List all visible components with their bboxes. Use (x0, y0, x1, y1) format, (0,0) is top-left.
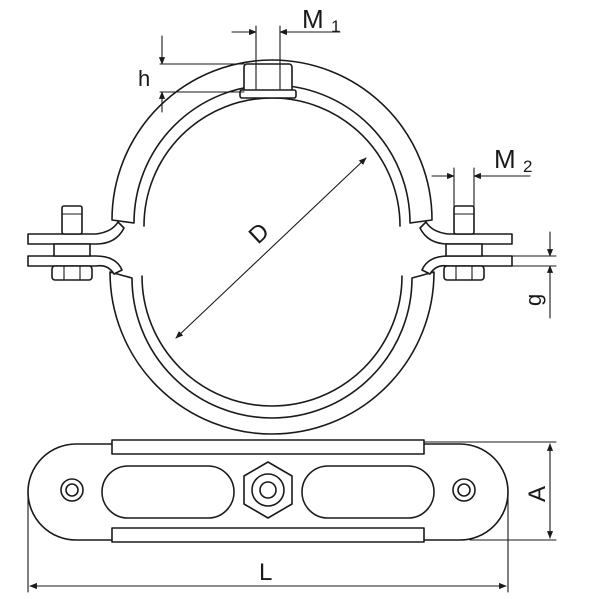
left-upper-flange (27, 221, 125, 245)
clamp-plan-view: A L (27, 439, 557, 593)
h-dimension: h (138, 35, 245, 113)
m2-dimension: M 2 (431, 144, 532, 207)
m1-subscript: 1 (331, 17, 340, 36)
l-dimension: L (27, 491, 509, 593)
plan-upper-strap (111, 439, 425, 455)
clamp-side-view: D M 1 h M 2 (27, 4, 557, 435)
m1-label: M (302, 4, 324, 34)
m2-label: M (494, 144, 516, 174)
m1-dimension: M 1 (231, 4, 341, 65)
rubber-lining-lower (141, 275, 403, 407)
plan-right-hole (452, 478, 476, 502)
h-label: h (138, 66, 150, 91)
right-upper-flange (419, 221, 513, 245)
d-dimension-line (175, 157, 367, 339)
plan-right-slot (301, 465, 435, 519)
left-bolt (51, 205, 93, 281)
top-hex-nut (239, 63, 297, 99)
plan-left-slot (101, 465, 235, 519)
plan-left-hole (60, 478, 84, 502)
plan-hex-nut (243, 461, 293, 519)
lower-band (109, 271, 435, 435)
left-lower-flange (27, 255, 123, 275)
m2-subscript: 2 (523, 157, 532, 176)
g-dimension: g (511, 231, 557, 319)
upper-band (111, 59, 433, 224)
d-label: D (244, 218, 275, 250)
a-label: A (524, 486, 551, 502)
a-dimension: A (423, 441, 557, 541)
right-bolt (443, 205, 485, 281)
l-label: L (259, 559, 272, 586)
g-label: g (521, 294, 546, 306)
plan-lower-strap (111, 527, 425, 543)
